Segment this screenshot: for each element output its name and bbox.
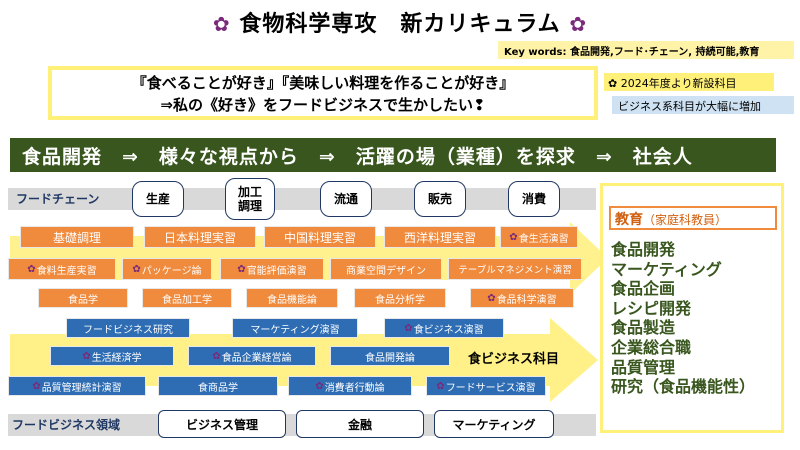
food-business-domain-label: フードビジネス領域	[12, 418, 121, 432]
course-food-business-seminar: ✿食ビジネス演習	[384, 318, 504, 338]
course-japanese-cuisine: 日本料理実習	[144, 226, 256, 248]
course-food-merchandise: 食商品学	[158, 376, 278, 396]
course-consumer-behavior: ✿消費者行動論	[288, 376, 412, 396]
quote-line-2: ⇒私の《好き》をフードビジネスで生かしたい❢	[160, 96, 486, 114]
flower-icon: ✿	[509, 231, 518, 243]
flower-icon: ✿	[27, 263, 36, 275]
chain-stage-consumption: 消費	[508, 181, 560, 217]
domain-finance: 金融	[296, 410, 424, 438]
legend-new-subjects: ✿ 2024年度より新設科目	[604, 73, 774, 91]
quote-line-1: 『食べることが好き』『美味しい料理を作ることが好き』	[131, 74, 515, 92]
course-table-management: テーブルマネジメント演習	[448, 258, 582, 280]
course-packaging-theory: ✿パッケージ論	[122, 258, 212, 280]
course-food-science: 食品学	[38, 288, 128, 308]
course-food-development-theory: 食品開発論	[330, 346, 450, 366]
course-food-function: 食品機能論	[246, 288, 338, 308]
course-food-production-practice: ✿食料生産実習	[8, 258, 116, 280]
flower-icon: ✿	[212, 350, 221, 362]
career-path-banner: 食品開発 ⇒ 様々な視点から ⇒ 活躍の場（業種）を探求 ⇒ 社会人	[10, 138, 776, 172]
career-item: 研究（食品機能性）	[611, 377, 756, 397]
flower-icon: ✿	[212, 12, 231, 36]
flower-icon: ✿	[487, 292, 496, 304]
chain-stage-production: 生産	[132, 181, 184, 217]
title-text: 食物科学専攻 新カリキュラム	[239, 12, 561, 37]
chain-stage-sales: 販売	[414, 181, 466, 217]
course-marketing-seminar: マーケティング演習	[232, 318, 358, 338]
course-dietary-life-seminar: ✿食生活演習	[500, 226, 578, 248]
course-food-business-research: フードビジネス研究	[66, 318, 190, 338]
course-life-economics: ✿生活経済学	[50, 346, 174, 366]
flower-icon: ✿	[569, 12, 588, 36]
career-item: 企業総合職	[611, 337, 692, 357]
food-chain-label: フードチェーン	[16, 192, 100, 206]
chain-stage-distribution: 流通	[320, 181, 372, 217]
quote-box: 『食べることが好き』『美味しい料理を作ることが好き』 ⇒私の《好き》をフードビジ…	[48, 66, 598, 120]
course-food-corporate-management: ✿食品企業経営論	[188, 346, 316, 366]
flower-icon: ✿	[315, 380, 324, 392]
career-list: 食品開発 マーケティング 食品企画 レシピ開発 食品製造 企業総合職 品質管理 …	[611, 240, 755, 397]
flower-icon: ✿	[32, 380, 41, 392]
legend-business-increase: ビジネス系科目が大幅に増加	[612, 96, 794, 114]
career-item: 食品製造	[611, 318, 676, 338]
course-food-processing: 食品加工学	[142, 288, 232, 308]
chain-stage-processing: 加工 調理	[225, 178, 275, 220]
course-food-science-seminar: ✿食品科学演習	[470, 288, 574, 308]
course-food-service-seminar: ✿フードサービス演習	[426, 376, 546, 396]
career-item: 品質管理	[611, 357, 676, 377]
flower-icon: ✿	[436, 380, 445, 392]
page-title: ✿ 食物科学専攻 新カリキュラム ✿	[0, 6, 800, 38]
course-food-analysis: 食品分析学	[354, 288, 446, 308]
career-item: 食品開発	[611, 240, 676, 259]
flower-icon: ✿	[237, 263, 246, 275]
keywords-bar: Key words: 食品開発,フード･チェーン, 持続可能,教育	[498, 41, 794, 59]
careers-panel: 教育（家庭科教員） 食品開発 マーケティング 食品企画 レシピ開発 食品製造 企…	[600, 183, 784, 433]
food-business-section-title: 食ビジネス科目	[468, 352, 560, 367]
flower-icon: ✿	[82, 350, 91, 362]
course-basic-cooking: 基礎調理	[20, 226, 134, 248]
course-commercial-space-design: 商業空間デザイン	[330, 258, 442, 280]
domain-marketing: マーケティング	[434, 410, 554, 438]
career-item: マーケティング	[611, 259, 722, 279]
career-item: 食品企画	[611, 279, 676, 299]
domain-business-management: ビジネス管理	[158, 410, 286, 438]
career-education: 教育（家庭科教員）	[609, 206, 777, 230]
course-sensory-evaluation: ✿官能評価演習	[220, 258, 324, 280]
course-western-cuisine: 西洋料理実習	[384, 226, 496, 248]
career-item: レシピ開発	[611, 298, 692, 318]
course-chinese-cuisine: 中国料理実習	[264, 226, 376, 248]
flower-icon: ✿	[132, 263, 141, 275]
flower-icon: ✿	[404, 322, 413, 334]
course-quality-control-statistics: ✿品質管理統計演習	[8, 376, 146, 396]
